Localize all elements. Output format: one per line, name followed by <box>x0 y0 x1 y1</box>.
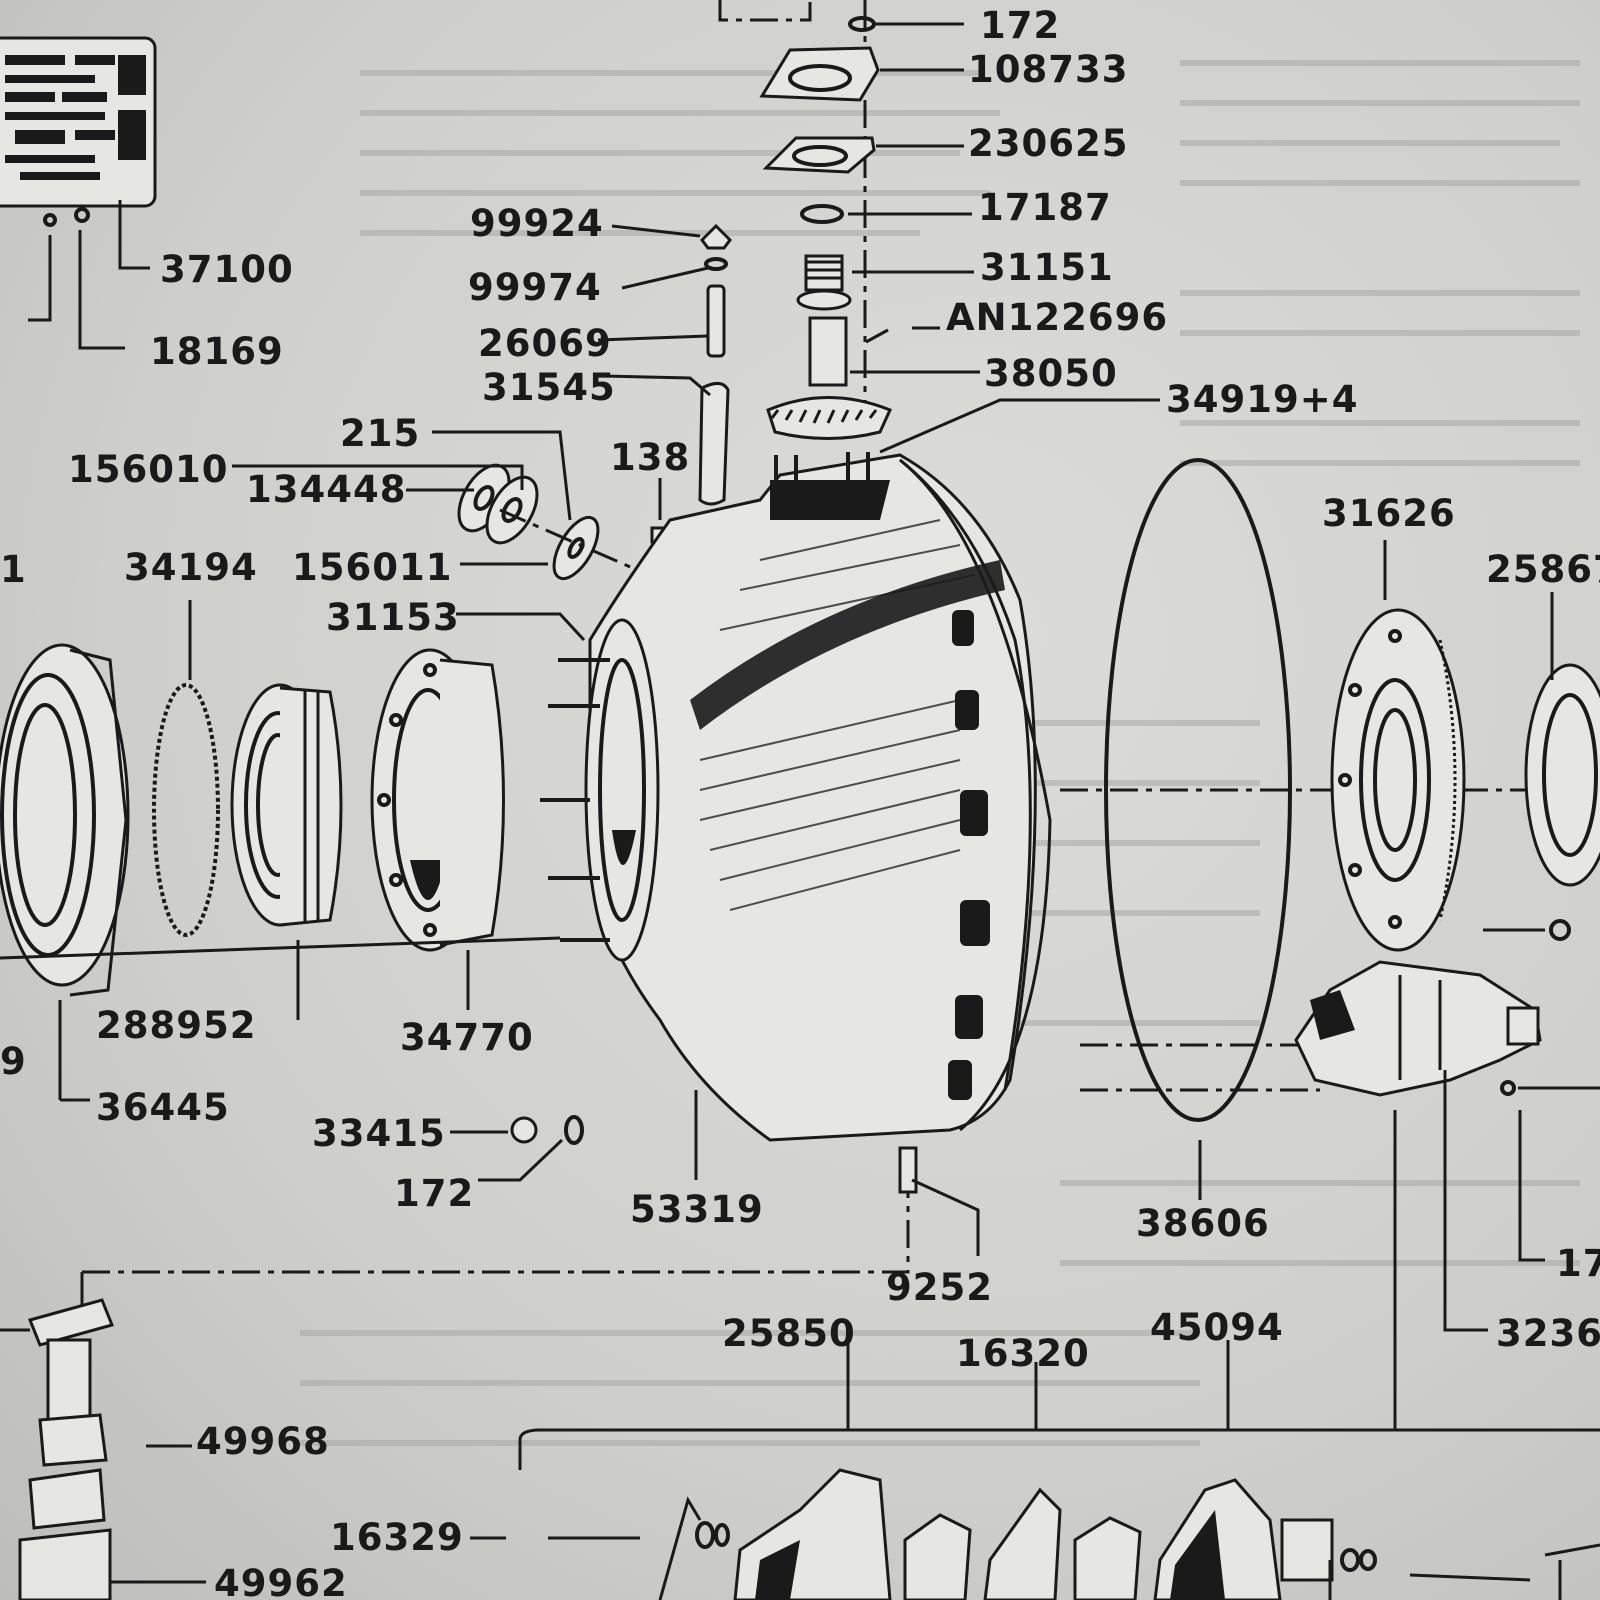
pump-cover-45094 <box>1153 1478 1334 1600</box>
leader-lines <box>0 22 1554 1584</box>
bearing-288952 <box>230 683 343 927</box>
pin-26069 <box>706 284 726 358</box>
label-172-bottom: 172 <box>394 1172 474 1215</box>
label-156010: 156010 <box>68 448 228 491</box>
label-18169: 18169 <box>150 330 284 373</box>
bearing-25867 <box>1524 663 1600 887</box>
label-34770: 34770 <box>400 1016 534 1059</box>
washer-17187 <box>800 204 844 224</box>
tube-31545 <box>698 382 730 506</box>
label-3236-right: 3236 <box>1496 1312 1600 1355</box>
cover-108733 <box>759 46 880 102</box>
label-36445: 36445 <box>96 1086 230 1129</box>
gasket-230625 <box>762 136 876 174</box>
label-53319: 53319 <box>630 1188 764 1231</box>
retainer-34770 <box>370 648 505 952</box>
valve-99924 <box>700 223 732 250</box>
label-34919: 34919+4 <box>1166 378 1358 421</box>
label-230625: 230625 <box>968 122 1128 165</box>
plug-33415 <box>510 1116 538 1144</box>
label-108733: 108733 <box>968 48 1128 91</box>
washer-172-bottom <box>564 1115 584 1145</box>
gasket-34194 <box>152 683 220 937</box>
pump-body-25850 <box>733 1468 892 1600</box>
label-16320: 16320 <box>956 1332 1090 1375</box>
label-33415: 33415 <box>312 1112 446 1155</box>
label-38050: 38050 <box>984 352 1118 395</box>
label-16329: 16329 <box>330 1516 464 1559</box>
label-288952: 288952 <box>96 1004 256 1047</box>
label-99924: 99924 <box>470 202 604 245</box>
gear-31626 <box>1330 608 1466 952</box>
gear-38050 <box>766 316 893 440</box>
label-45094: 45094 <box>1150 1306 1284 1349</box>
nut-31151 <box>796 254 852 311</box>
label-215: 215 <box>340 412 420 455</box>
label-31545: 31545 <box>482 366 616 409</box>
gasket-156011 <box>552 515 600 581</box>
gear-housing-53319 <box>540 452 1052 1194</box>
label-9252: 9252 <box>886 1266 993 1309</box>
label-49962: 49962 <box>214 1562 348 1600</box>
label-34194: 34194 <box>124 546 258 589</box>
drain-9252 <box>898 1146 918 1194</box>
label-138: 138 <box>610 436 690 479</box>
label-31153: 31153 <box>326 596 460 639</box>
washer-172-top <box>848 16 876 32</box>
label-99974: 99974 <box>468 266 602 309</box>
pump-body-49968 <box>18 1298 115 1600</box>
label-134448: 134448 <box>246 468 406 511</box>
label-an122696: AN122696 <box>946 296 1168 339</box>
label-25867: 25867 <box>1486 548 1600 591</box>
gasket-38606 <box>1104 458 1292 1122</box>
label-9-left: 9 <box>0 1040 27 1083</box>
gear-set-16320 <box>903 1487 1142 1600</box>
part-number-labels: 172 108733 230625 17187 31151 AN122696 3… <box>0 4 1600 1600</box>
label-49968: 49968 <box>196 1420 330 1463</box>
label-17187: 17187 <box>978 186 1112 229</box>
label-1-left: 1 <box>0 548 27 591</box>
pin-an122696 <box>865 328 889 344</box>
label-17-right: 17 <box>1556 1242 1600 1285</box>
label-156011: 156011 <box>292 546 452 589</box>
label-172-top: 172 <box>980 4 1060 47</box>
label-26069: 26069 <box>478 322 612 365</box>
label-31626: 31626 <box>1322 492 1456 535</box>
nameplate-37100 <box>0 36 157 227</box>
label-25850: 25850 <box>722 1312 856 1355</box>
shaft-right-bottom <box>1340 1543 1600 1582</box>
bolt-16329 <box>548 1521 730 1549</box>
washer-99974 <box>704 257 728 271</box>
label-38606: 38606 <box>1136 1202 1270 1245</box>
label-31151: 31151 <box>980 246 1114 289</box>
flange-134448 <box>485 475 539 545</box>
seal-assembly-36445 <box>0 643 130 997</box>
pump-assembly-3236 <box>1294 960 1542 1097</box>
label-37100: 37100 <box>160 248 294 291</box>
